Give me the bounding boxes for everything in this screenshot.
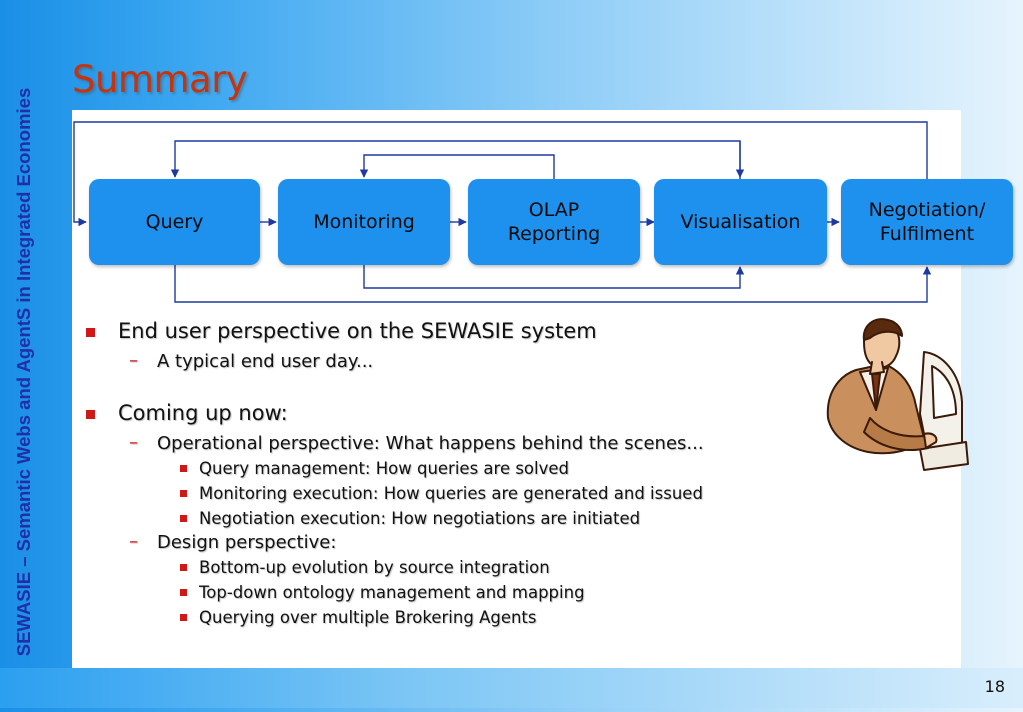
square-bullet-icon	[86, 410, 95, 419]
small-square-bullet-icon	[180, 614, 187, 621]
square-bullet-icon	[86, 328, 95, 337]
side-title: SEWASIE – Semantic Webs and AgentS in In…	[13, 87, 34, 657]
small-square-bullet-icon	[180, 490, 187, 497]
small-square-bullet-icon	[180, 515, 187, 522]
box-visualisation: Visualisation	[654, 179, 827, 265]
loop-olap-to-monitoring	[359, 154, 555, 179]
loop-visualisation-to-query	[170, 140, 741, 179]
list-item: Negotiation execution: How negotiations …	[82, 506, 704, 531]
dash-bullet-icon: –	[129, 350, 138, 371]
flow-diagram-connectors	[73, 121, 932, 303]
small-square-bullet-icon	[180, 564, 187, 571]
box-monitoring: Monitoring	[278, 179, 450, 265]
list-item: Query management: How queries are solved	[82, 456, 704, 481]
loop-query-to-negotiation	[174, 265, 932, 303]
footer-band	[0, 668, 1023, 708]
bullet-list: End user perspective on the SEWASIE syst…	[82, 318, 704, 630]
list-item: Monitoring execution: How queries are ge…	[82, 481, 704, 506]
box-query: Query	[89, 179, 260, 265]
loop-monitoring-to-visualisation	[363, 265, 745, 289]
slide-content: Query Monitoring OLAP Reporting Visualis…	[72, 110, 1013, 668]
list-item: Bottom-up evolution by source integratio…	[82, 555, 704, 580]
loop-negotiation-to-query	[73, 121, 928, 227]
small-square-bullet-icon	[180, 589, 187, 596]
sub-bullet-typical-day: – A typical end user day...	[129, 350, 374, 372]
list-item: Top-down ontology management and mapping	[82, 580, 704, 605]
slide-title: Summary	[72, 58, 248, 101]
bullet-end-user-perspective: End user perspective on the SEWASIE syst…	[82, 318, 704, 345]
bullet-coming-up: Coming up now:	[82, 400, 704, 427]
sub-bullet-operational: – Operational perspective: What happens …	[129, 432, 704, 454]
page-number: 18	[984, 677, 1005, 696]
small-square-bullet-icon	[180, 465, 187, 472]
box-negotiation-fulfilment: Negotiation/ Fulfilment	[841, 179, 1013, 265]
dash-bullet-icon: –	[129, 531, 138, 552]
list-item: Querying over multiple Brokering Agents	[82, 605, 704, 630]
box-olap-reporting: OLAP Reporting	[468, 179, 640, 265]
dash-bullet-icon: –	[129, 432, 138, 453]
businessman-at-computer-clipart-icon	[826, 318, 969, 471]
sub-bullet-design: – Design perspective:	[129, 531, 337, 553]
